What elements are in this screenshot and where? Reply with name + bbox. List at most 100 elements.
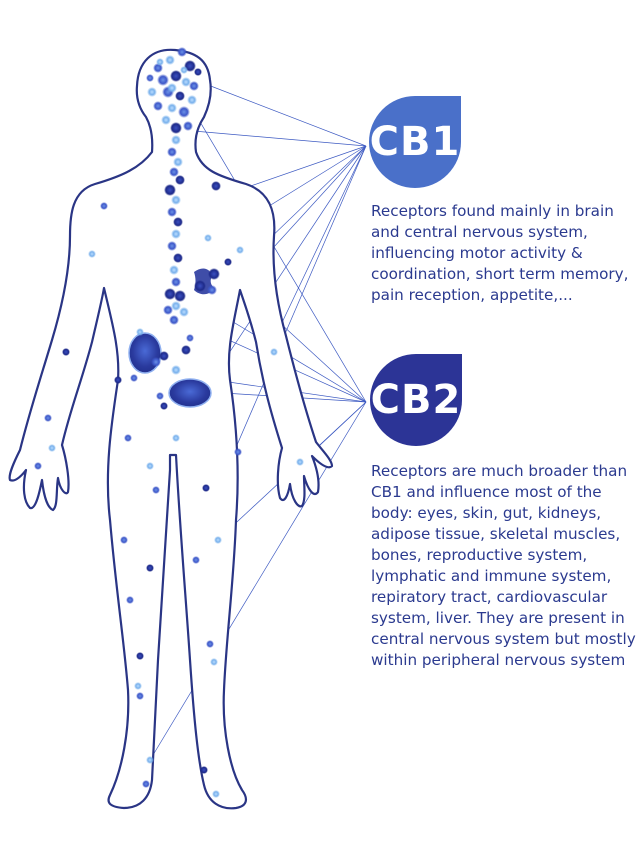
receptor-dot [236,246,244,254]
receptor-dot [161,115,171,125]
receptor-dot [124,434,132,442]
receptor-dot [177,47,187,57]
cb2-badge: CB2 [370,354,462,446]
receptor-dot [167,103,177,113]
cb1-connector-line [189,77,367,147]
cb1-connector-line [267,145,367,353]
receptor-dot [142,780,150,788]
receptor-dot [211,181,221,191]
receptor-dot [164,288,176,300]
receptor-dot [173,253,183,263]
receptor-dot [153,101,163,111]
receptor-dot [156,58,164,66]
receptor-dot [175,91,185,101]
receptor-dot [181,345,191,355]
receptor-dot [136,328,144,336]
receptor-dot [296,458,304,466]
receptor-dot [157,74,169,86]
receptor-dot [100,202,108,210]
receptor-dot [169,167,179,177]
cb1-description: Receptors found mainly in brain and cent… [371,202,629,304]
receptor-dot [175,175,185,185]
receptor-dot [212,790,220,798]
gut-organ [168,378,212,408]
receptor-dot [146,74,154,82]
receptor-dot [178,106,190,118]
receptor-dot [152,486,160,494]
receptor-dots [34,47,304,798]
receptor-dot [172,434,180,442]
receptor-dot [171,229,181,239]
receptor-dot [136,692,144,700]
receptor-dot [171,195,181,205]
receptor-dot [180,66,188,74]
receptor-dot [44,414,52,422]
receptor-dot [88,250,96,258]
receptor-dot [181,77,191,87]
receptor-dot [151,357,161,367]
receptor-dot [208,268,220,280]
cb1-connector-line [181,129,367,147]
receptor-dot [126,596,134,604]
receptor-dot [224,258,232,266]
receptor-dot [167,147,177,157]
receptor-dot [202,484,210,492]
receptor-dot [34,462,42,470]
receptor-dot [130,374,138,382]
receptor-dot [146,756,154,764]
receptor-dot [156,392,164,400]
cb2-label: CB2 [370,377,462,423]
receptor-dot [167,83,177,93]
receptor-dot [186,334,194,342]
receptor-dot [204,234,212,242]
receptor-dot [114,376,122,384]
receptor-dot [200,766,208,774]
receptor-dot [207,285,217,295]
receptor-dot [164,184,176,196]
receptor-dot [165,55,175,65]
receptor-dot [170,122,182,134]
cb1-badge: CB1 [369,96,461,188]
receptor-dot [146,462,154,470]
receptor-dot [170,70,182,82]
receptor-dot [194,280,206,292]
receptor-dot [179,307,189,317]
receptor-dot [174,290,186,302]
cb1-label: CB1 [369,119,461,165]
receptor-dot [173,157,183,167]
receptor-dot [189,81,199,91]
receptor-dot [210,658,218,666]
receptor-dot [146,564,154,572]
receptor-dot [169,315,179,325]
liver-organ [128,332,162,374]
receptor-dot [183,121,193,131]
cb2-description: Receptors are much broader than CB1 and … [371,462,636,669]
receptor-dot [194,68,202,76]
receptor-dot [120,536,128,544]
receptor-dot [136,652,144,660]
receptor-dot [192,556,200,564]
receptor-dot [214,536,222,544]
receptor-dot [206,640,214,648]
receptor-dot [173,217,183,227]
body-outline [8,48,334,810]
receptor-dot [167,207,177,217]
receptor-dot [169,265,179,275]
receptor-dot [147,87,157,97]
receptor-dot [234,448,242,456]
receptor-dot [163,305,173,315]
receptor-dot [62,348,70,356]
receptor-dot [171,135,181,145]
cb1-connector-line [233,145,367,453]
receptor-dot [171,301,181,311]
receptor-dot [270,348,278,356]
receptor-dot [171,277,181,287]
receptor-dot [171,365,181,375]
receptor-dot [134,682,142,690]
receptor-dot [167,241,177,251]
receptor-dot [187,95,197,105]
receptor-dot [48,444,56,452]
receptor-dot [159,351,169,361]
